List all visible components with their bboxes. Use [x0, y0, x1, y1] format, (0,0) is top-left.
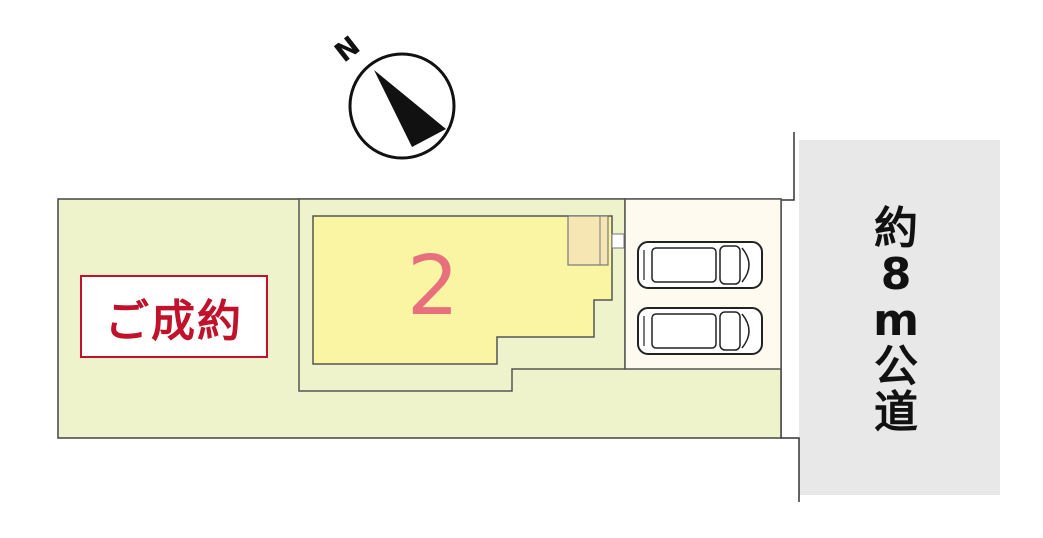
- road-label-char: m: [873, 295, 919, 346]
- car-icon: [637, 307, 763, 355]
- road-label-char: 道: [874, 387, 918, 438]
- porch-step: [611, 233, 625, 249]
- road-area: [799, 140, 1000, 495]
- car-icon: [637, 241, 763, 289]
- road-label: 約 8 m 公 道: [862, 206, 930, 436]
- status-badge: ご成約: [80, 275, 268, 358]
- road-edge-line: [780, 132, 800, 502]
- lot-number: 2: [406, 239, 460, 334]
- road-label-char: 8: [880, 249, 912, 300]
- road-label-char: 公: [874, 341, 918, 392]
- compass-arrow-icon: [348, 52, 456, 160]
- entrance-porch: [567, 215, 609, 266]
- road-label-char: 約: [874, 203, 918, 254]
